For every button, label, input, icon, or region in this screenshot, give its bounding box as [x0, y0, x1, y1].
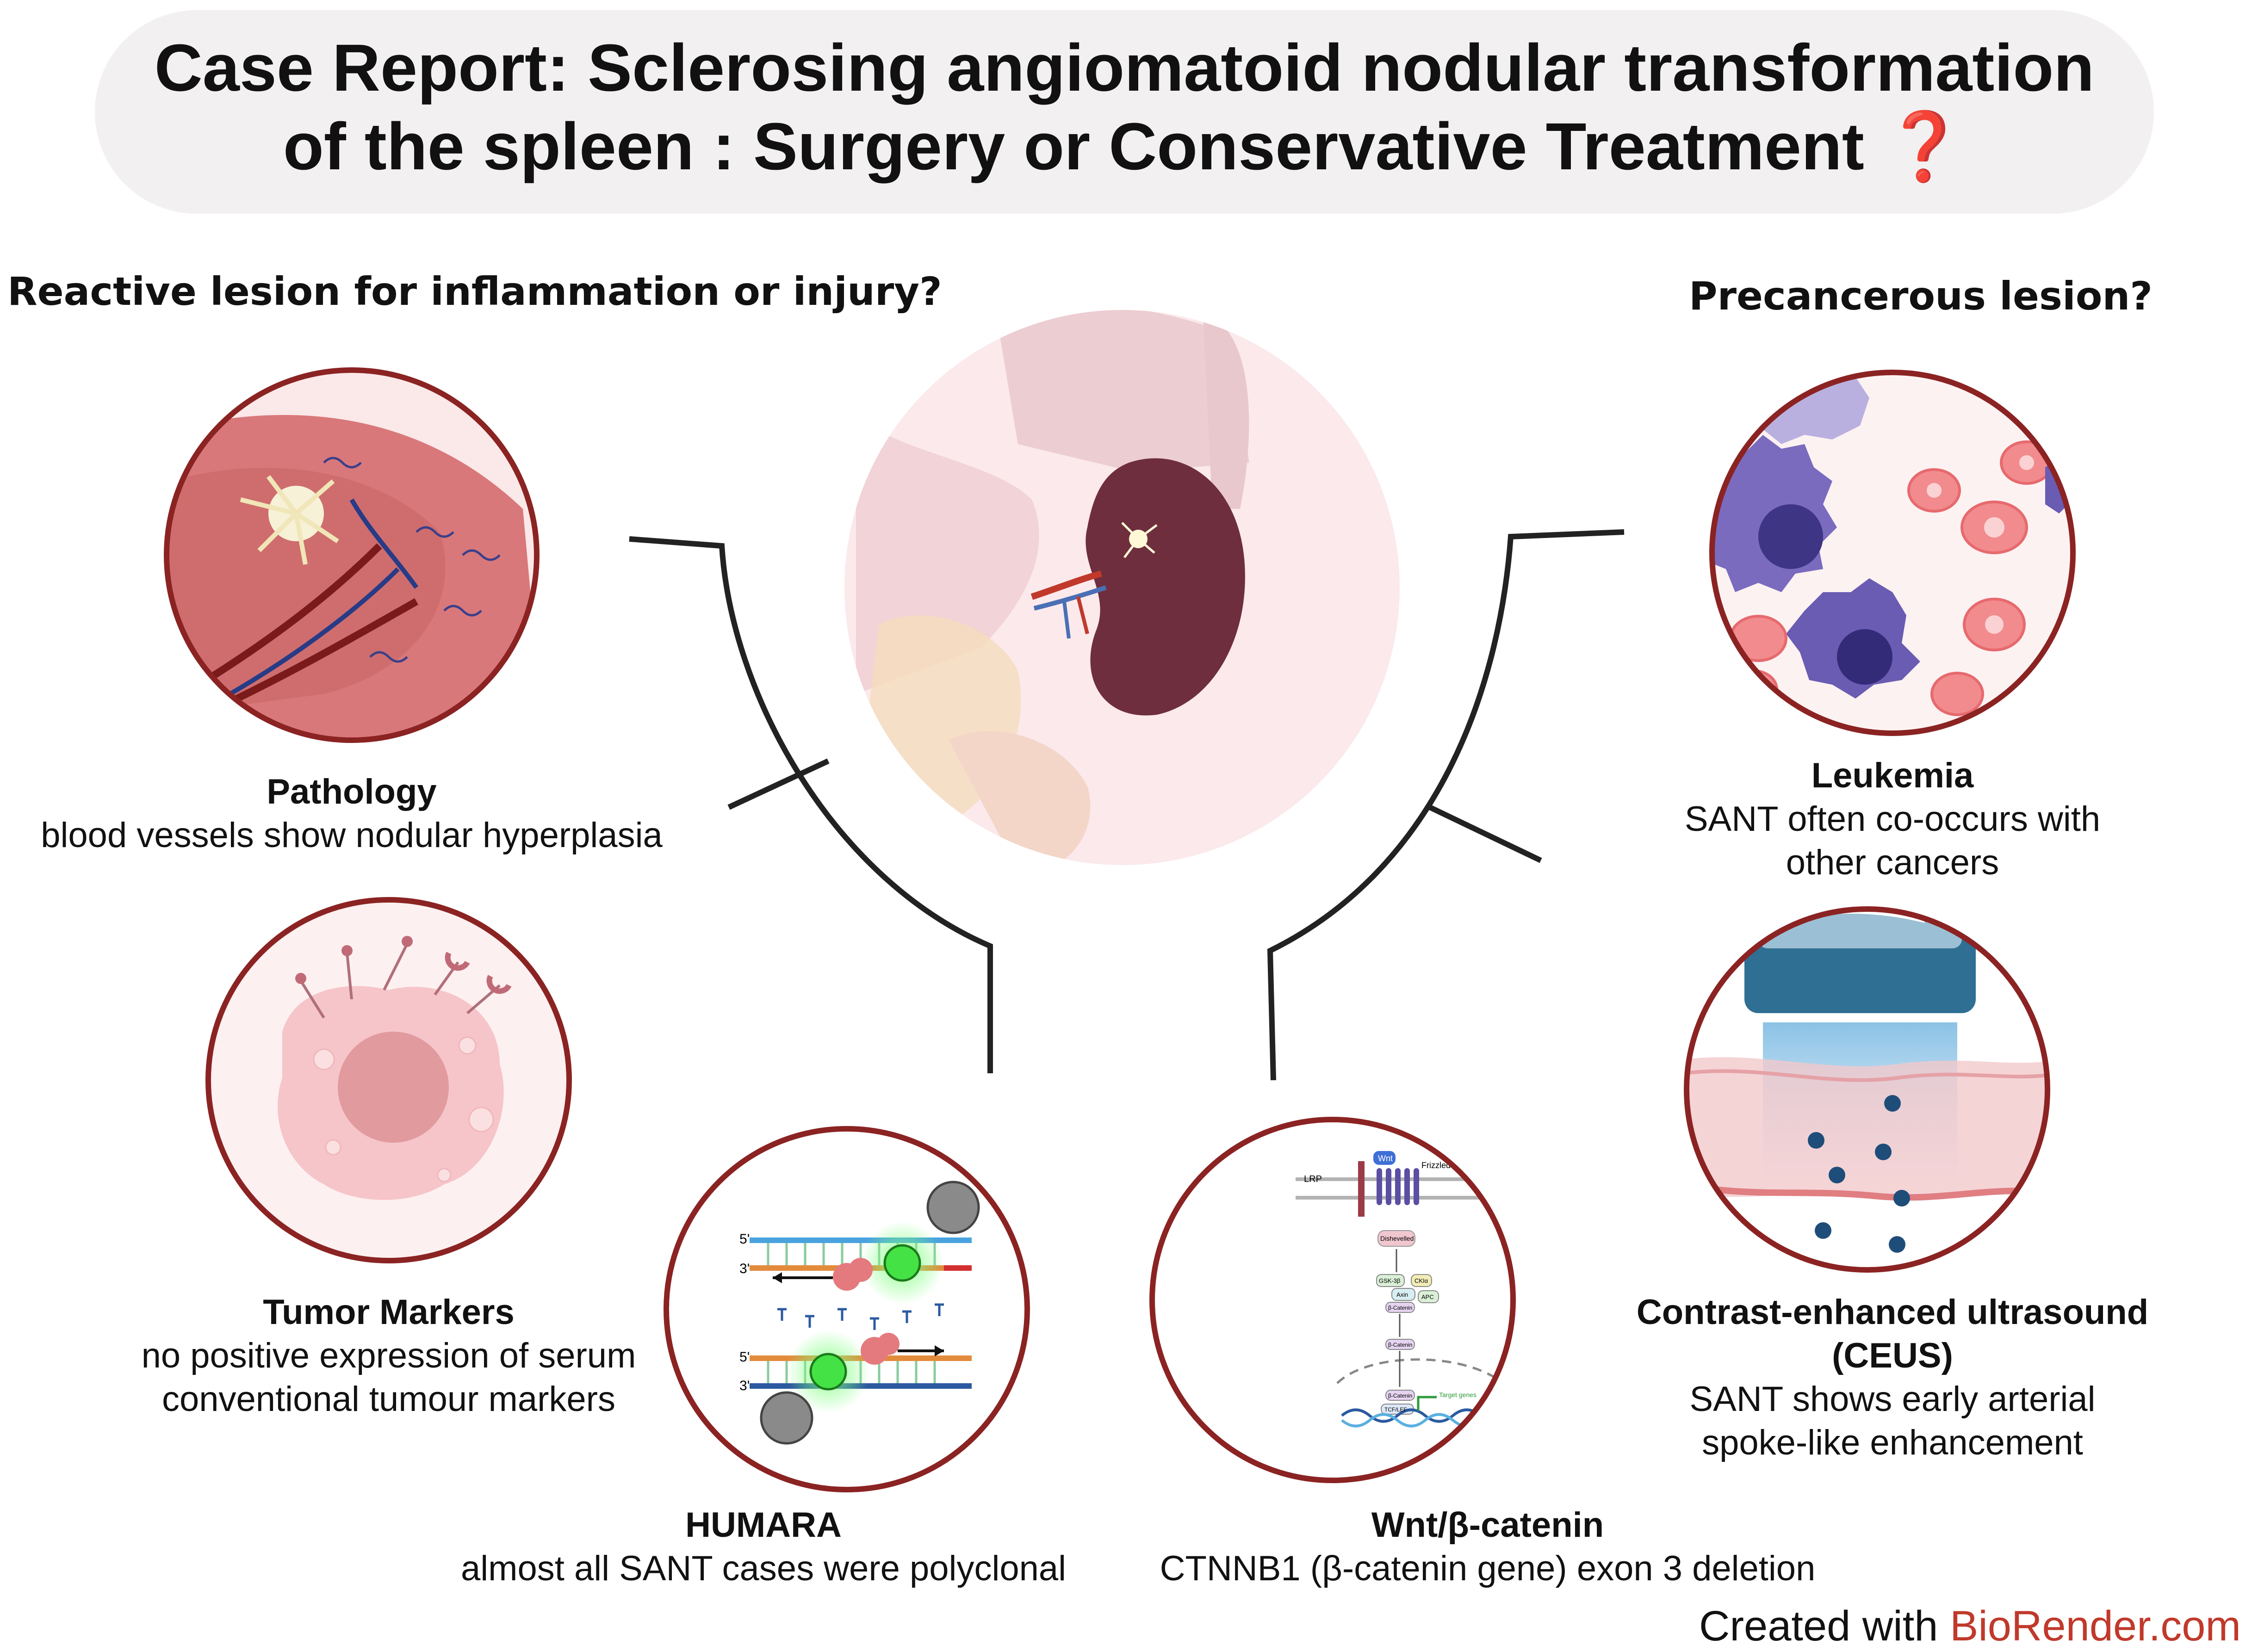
humara-3prime-top: 3'	[739, 1261, 750, 1276]
leukemia-desc-2: other cancers	[1786, 843, 1999, 882]
wnt-axin-label: Axin	[1396, 1291, 1408, 1298]
wnt-frizzled-label: Frizzled	[1421, 1161, 1451, 1170]
ceus-head-1: Contrast-enhanced ultrasound	[1636, 1293, 2149, 1332]
wnt-wnt-label: Wnt	[1378, 1154, 1393, 1163]
humara-5prime-top: 5'	[739, 1231, 750, 1247]
pathology-illustration	[164, 367, 540, 743]
wnt-bcatenin-label-2: β-Catenin	[1388, 1342, 1412, 1348]
left-heading: Reactive lesion for inflammation or inju…	[7, 269, 942, 314]
biorender-link[interactable]: BioRender.com	[1950, 1603, 2241, 1650]
tumor-markers-illustration	[205, 897, 572, 1263]
wnt-bcatenin-label-1: β-Catenin	[1388, 1305, 1412, 1311]
tumor-markers-desc-2: conventional tumour markers	[162, 1380, 615, 1419]
credit-line: Created with BioRender.com	[1699, 1601, 2241, 1652]
title-line-1: Case Report: Sclerosing angiomatoid nodu…	[154, 31, 2095, 105]
leukemia-illustration	[1709, 370, 2076, 736]
ceus-desc-2: spoke-like enhancement	[1702, 1423, 2083, 1462]
title-banner	[95, 10, 2154, 214]
ceus-head-2: (CEUS)	[1832, 1336, 1953, 1375]
page-title: Case Report: Sclerosing angiomatoid nodu…	[95, 29, 2154, 186]
ceus-desc-1: SANT shows early arterial	[1689, 1380, 2096, 1419]
left-bracket	[629, 536, 993, 1073]
wnt-desc: CTNNB1 (β-catenin gene) exon 3 deletion	[1160, 1549, 1816, 1588]
wnt-apc-label: APC	[1421, 1293, 1434, 1300]
wnt-gsk3b-label: GSK-3β	[1379, 1277, 1401, 1284]
wnt-tcf-label: TCF/LEF	[1384, 1406, 1407, 1413]
wnt-illustration: LRP Wnt Frizzled Dishevelled GSK-3β CKIα…	[1149, 1117, 1516, 1483]
pathology-head: Pathology	[267, 772, 437, 811]
wnt-head: Wnt/β-catenin	[1371, 1505, 1604, 1545]
leukemia-label: Leukemia SANT often co-occurs with other…	[1615, 754, 2170, 885]
pathology-label: Pathology blood vessels show nodular hyp…	[9, 770, 694, 857]
right-heading: Precancerous lesion?	[1689, 273, 2153, 319]
humara-illustration: 5' 3' 5' 3'	[664, 1126, 1030, 1492]
ceus-label: Contrast-enhanced ultrasound (CEUS) SANT…	[1592, 1291, 2193, 1465]
pathology-desc: blood vessels show nodular hyperplasia	[41, 816, 663, 855]
humara-head: HUMARA	[685, 1505, 842, 1545]
credit-prefix: Created with	[1699, 1603, 1950, 1650]
ceus-illustration	[1684, 906, 2050, 1273]
title-line-2: of the spleen : Surgery or Conservative …	[283, 109, 1966, 184]
wnt-dishevelled-label: Dishevelled	[1380, 1235, 1414, 1242]
wnt-target-label: Target genes	[1439, 1391, 1477, 1398]
leukemia-head: Leukemia	[1811, 756, 1974, 795]
right-bracket	[1267, 529, 1625, 1081]
humara-5prime-bottom: 5'	[739, 1349, 750, 1365]
humara-label: HUMARA almost all SANT cases were polycl…	[416, 1504, 1110, 1590]
wnt-ck1a-label: CKIα	[1414, 1277, 1428, 1284]
wnt-label: Wnt/β-catenin CTNNB1 (β-catenin gene) ex…	[1110, 1504, 1865, 1590]
humara-3prime-bottom: 3'	[739, 1378, 750, 1393]
wnt-bcatenin-label-3: β-Catenin	[1388, 1392, 1412, 1399]
center-spleen-illustration	[844, 310, 1400, 865]
tumor-markers-label: Tumor Markers no positive expression of …	[69, 1291, 708, 1421]
tumor-markers-head: Tumor Markers	[263, 1293, 515, 1332]
wnt-lrp-label: LRP	[1304, 1174, 1322, 1184]
leukemia-desc-1: SANT often co-occurs with	[1684, 799, 2101, 839]
tumor-markers-desc-1: no positive expression of serum	[141, 1336, 636, 1375]
humara-desc: almost all SANT cases were polyclonal	[460, 1549, 1067, 1588]
